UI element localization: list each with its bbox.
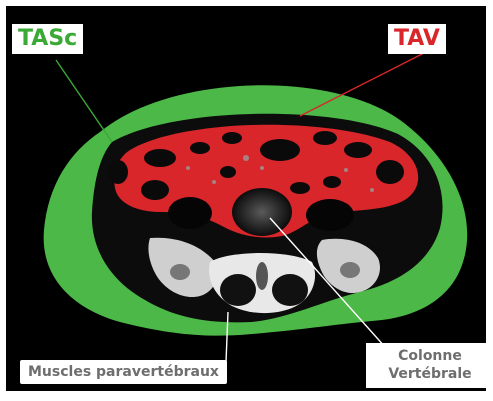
tav-text: TAV xyxy=(394,26,440,51)
muscles-text: Muscles paravertébraux xyxy=(28,364,219,380)
paravertebral-muscles-label: Muscles paravertébraux xyxy=(20,360,227,384)
tasc-text: TASc xyxy=(18,26,77,51)
tav-label: TAV xyxy=(388,24,446,54)
vertebral-column-label: Colonne Vertébrale xyxy=(366,343,493,388)
tasc-label: TASc xyxy=(12,24,83,54)
vertebral-body xyxy=(232,188,292,236)
colonne-text-line2: Vertébrale xyxy=(374,366,486,384)
colonne-text-line1: Colonne xyxy=(374,348,486,366)
